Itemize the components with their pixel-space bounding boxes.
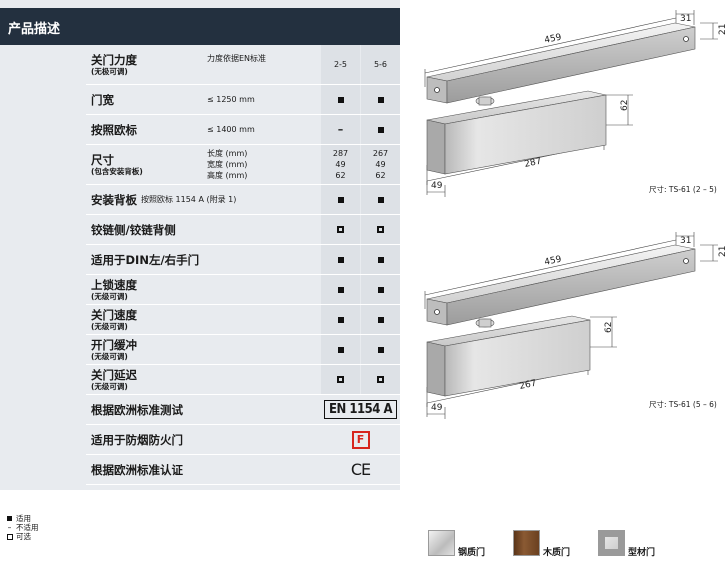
applicable-mark bbox=[377, 286, 384, 293]
table-row: 尺寸 (包含安装背板) 长度 (mm) 宽度 (mm) 高度 (mm) 287 … bbox=[86, 145, 400, 185]
applicable-mark bbox=[377, 256, 384, 263]
closing-force-label: 关门力度 bbox=[91, 52, 137, 67]
optional-mark bbox=[377, 226, 384, 233]
mounting-plate-label: 安装背板 bbox=[91, 192, 137, 207]
table-row: 上锁速度 (无级可调) bbox=[86, 275, 400, 305]
body-width-label: 49 bbox=[431, 181, 443, 191]
rail-height-label: 21 bbox=[718, 24, 726, 35]
optional-icon bbox=[6, 533, 13, 540]
applicable-mark bbox=[377, 96, 384, 103]
ce-label: 根据欧洲标准认证 bbox=[91, 462, 183, 477]
dims-5-6: 267 49 62 bbox=[361, 145, 400, 184]
dimensions-sub: (包含安装背板) bbox=[91, 166, 143, 176]
delayed-action-sub: (无级可调) bbox=[91, 381, 128, 391]
table-row: 适用于DIN左/右手门 bbox=[86, 245, 400, 275]
applicable-mark bbox=[337, 96, 344, 103]
optional-mark bbox=[337, 376, 344, 383]
column-header-5-6: 5-6 bbox=[361, 45, 400, 84]
body-length-label: 287 bbox=[524, 157, 543, 170]
din-label: 适用于DIN左/右手门 bbox=[91, 252, 200, 267]
door-material-legend: 钢质门 木质门 型材门 bbox=[428, 530, 683, 558]
body-height-label: 62 bbox=[620, 100, 630, 111]
dimensions-list: 长度 (mm) 宽度 (mm) 高度 (mm) bbox=[207, 149, 248, 180]
dash-icon: – bbox=[7, 523, 12, 532]
table-row: 关门力度 (无极可调) 力度依据EN标准 2-5 5-6 bbox=[86, 45, 400, 85]
per-en-detail: ≤ 1400 mm bbox=[207, 125, 255, 134]
door-width-label: 门宽 bbox=[91, 92, 114, 107]
rail-length-label: 459 bbox=[544, 255, 563, 268]
mounting-plate-detail: 按照欧标 1154 A (附录 1) bbox=[141, 195, 237, 204]
rail-width-label: 31 bbox=[680, 14, 691, 24]
table-row: 铰链侧/铰链背侧 bbox=[86, 215, 400, 245]
body-height-label: 62 bbox=[604, 322, 614, 333]
applicable-mark bbox=[377, 316, 384, 323]
table-row: 按照欧标 ≤ 1400 mm – bbox=[86, 115, 400, 145]
backcheck-label: 开门缓冲 bbox=[91, 337, 137, 352]
rail-height-label: 21 bbox=[718, 246, 726, 257]
drawing-caption: 尺寸: TS-61 (5 – 6) bbox=[649, 400, 717, 409]
column-header-2-5: 2-5 bbox=[321, 45, 360, 84]
wooden-door-icon bbox=[513, 530, 541, 556]
applicable-mark bbox=[337, 286, 344, 293]
optional-mark bbox=[377, 376, 384, 383]
applicable-mark bbox=[377, 346, 384, 353]
table-row: 门宽 ≤ 1250 mm bbox=[86, 85, 400, 115]
legend-item: 可选 bbox=[6, 532, 39, 541]
dimensions-label: 尺寸 bbox=[91, 152, 114, 167]
latching-speed-label: 上锁速度 bbox=[91, 277, 137, 292]
closing-force-detail: 力度依据EN标准 bbox=[207, 54, 267, 63]
en-tested-label: 根据欧洲标准测试 bbox=[91, 402, 183, 417]
steel-door-icon bbox=[428, 530, 455, 556]
per-en-label: 按照欧标 bbox=[91, 122, 137, 137]
table-row: 开门缓冲 (无级可调) bbox=[86, 335, 400, 365]
legend-item: 适用 bbox=[6, 514, 39, 523]
latching-speed-sub: (无级可调) bbox=[91, 291, 128, 301]
dims-2-5: 287 49 62 bbox=[321, 145, 360, 184]
material-item: 木质门 bbox=[513, 530, 570, 558]
material-item: 型材门 bbox=[598, 530, 655, 558]
closing-speed-label: 关门速度 bbox=[91, 307, 137, 322]
fire-doors-label: 适用于防烟防火门 bbox=[91, 432, 183, 447]
not-applicable-mark: – bbox=[337, 123, 344, 136]
page-title: 产品描述 bbox=[0, 8, 400, 45]
closing-force-sub: (无极可调) bbox=[91, 66, 128, 76]
fire-door-icon: F bbox=[351, 430, 370, 449]
table-row: 安装背板 按照欧标 1154 A (附录 1) bbox=[86, 185, 400, 215]
legend-item: – 不适用 bbox=[7, 523, 39, 532]
applicable-mark bbox=[337, 196, 344, 203]
ce-mark-icon: CE bbox=[350, 460, 371, 479]
body-length-label: 267 bbox=[519, 379, 538, 392]
door-closer-drawing-5-6: 459 31 21 62 267 49 bbox=[424, 232, 726, 419]
backcheck-sub: (无级可调) bbox=[91, 351, 128, 361]
applicable-mark bbox=[377, 196, 384, 203]
door-width-detail: ≤ 1250 mm bbox=[207, 95, 255, 104]
optional-mark bbox=[337, 226, 344, 233]
spec-table: 关门力度 (无极可调) 力度依据EN标准 2-5 5-6 门宽 ≤ 1250 m… bbox=[86, 45, 400, 485]
rail-width-label: 31 bbox=[680, 236, 691, 246]
body-width-label: 49 bbox=[431, 403, 443, 413]
applicable-mark bbox=[337, 256, 344, 263]
legend: 适用 – 不适用 可选 bbox=[6, 514, 39, 541]
applicable-mark bbox=[377, 126, 384, 133]
row-label: 关门力度 (无极可调) bbox=[86, 45, 321, 84]
delayed-action-label: 关门延迟 bbox=[91, 367, 137, 382]
closing-speed-sub: (无级可调) bbox=[91, 321, 128, 331]
table-row: 根据欧洲标准测试 EN 1154 A bbox=[86, 395, 400, 425]
drawing-caption: 尺寸: TS-61 (2 – 5) bbox=[649, 185, 717, 194]
table-row: 根据欧洲标准认证 CE bbox=[86, 455, 400, 485]
profile-door-icon bbox=[598, 530, 626, 556]
door-closer-drawing-2-5: 459 31 21 62 287 49 bbox=[424, 10, 726, 197]
applicable-mark bbox=[337, 316, 344, 323]
table-row: 关门速度 (无级可调) bbox=[86, 305, 400, 335]
applicable-mark bbox=[337, 346, 344, 353]
rail-length-label: 459 bbox=[544, 33, 563, 46]
hinge-side-label: 铰链侧/铰链背侧 bbox=[91, 222, 176, 237]
applicable-icon bbox=[7, 516, 12, 521]
table-row: 关门延迟 (无级可调) bbox=[86, 365, 400, 395]
en-1154-badge: EN 1154 A bbox=[323, 400, 398, 419]
table-row: 适用于防烟防火门 F bbox=[86, 425, 400, 455]
material-item: 钢质门 bbox=[428, 530, 485, 558]
